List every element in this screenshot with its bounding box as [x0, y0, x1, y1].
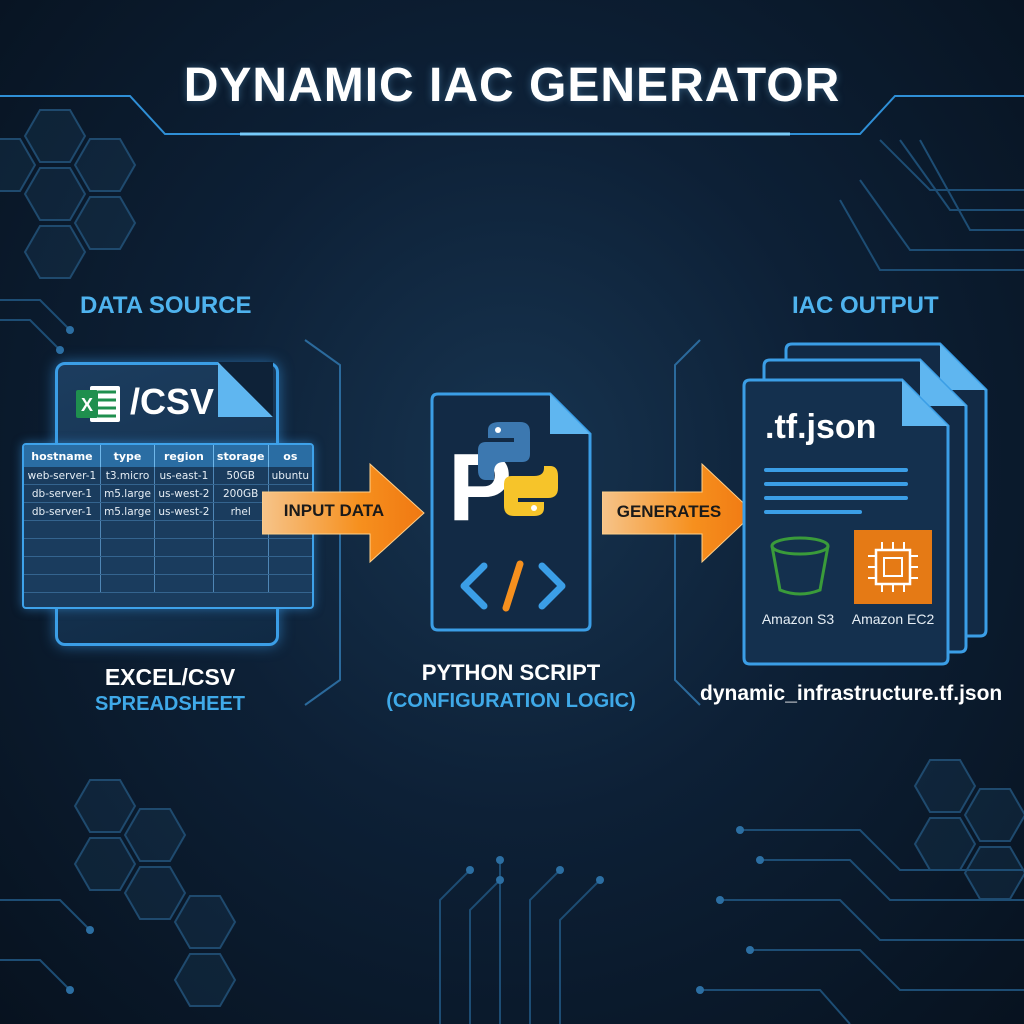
table-row: web-server-1 t3.micro us-east-1 50GB ubu…	[24, 467, 312, 485]
generates-label: GENERATES	[616, 502, 722, 521]
table-cell: db-server-1	[24, 484, 101, 503]
table-cell: 200GB	[213, 484, 269, 503]
column-header: hostname	[24, 445, 101, 467]
column-header: os	[268, 445, 312, 467]
table-cell: m5.large	[100, 502, 156, 521]
ec2-label: Amazon EC2	[851, 611, 935, 627]
data-source-label: DATA SOURCE	[80, 292, 252, 319]
ec2-chip-icon	[854, 530, 932, 604]
column-header: region	[154, 445, 214, 467]
s3-bucket-icon	[770, 536, 830, 596]
excel-icon: X	[76, 386, 120, 422]
csv-file-label: /CSV	[130, 381, 215, 422]
script-caption-subtitle: (CONFIGURATION LOGIC)	[386, 690, 636, 712]
script-caption-title: PYTHON SCRIPT	[421, 660, 601, 685]
column-header: type	[100, 445, 156, 467]
table-cell: m5.large	[100, 484, 156, 503]
table-cell: us-west-2	[154, 502, 214, 521]
table-cell: web-server-1	[24, 467, 101, 485]
table-header-row: hostname type region storage os	[24, 445, 312, 467]
table-cell: db-server-1	[24, 502, 101, 521]
table-cell: t3.micro	[100, 467, 156, 485]
document-fold-corner	[218, 362, 273, 417]
svg-text:X: X	[81, 395, 93, 415]
spreadsheet-table: hostname type region storage os web-serv…	[22, 443, 314, 609]
code-brackets-icon	[460, 560, 566, 612]
output-filename: dynamic_infrastructure.tf.json	[700, 682, 1003, 705]
table-cell: us-west-2	[154, 484, 214, 503]
source-caption-subtitle: SPREADSHEET	[94, 693, 246, 715]
input-data-arrow-icon	[262, 462, 425, 564]
python-icon: P	[448, 422, 558, 540]
table-cell: ubuntu	[268, 467, 312, 485]
table-row	[24, 556, 312, 575]
column-header: storage	[213, 445, 269, 467]
table-row	[24, 538, 312, 557]
table-cell: rhel	[213, 502, 269, 521]
source-caption-title: EXCEL/CSV	[104, 664, 236, 690]
table-row	[24, 574, 312, 593]
page-title: DYNAMIC IAC GENERATOR	[183, 59, 841, 112]
table-cell: 50GB	[213, 467, 269, 485]
table-cell: us-east-1	[154, 467, 214, 485]
iac-output-label: IAC OUTPUT	[792, 292, 939, 319]
input-data-label: INPUT DATA	[283, 501, 385, 520]
generates-arrow-icon	[602, 462, 755, 564]
s3-label: Amazon S3	[761, 611, 835, 627]
tf-json-file-type: .tf.json	[765, 408, 877, 446]
